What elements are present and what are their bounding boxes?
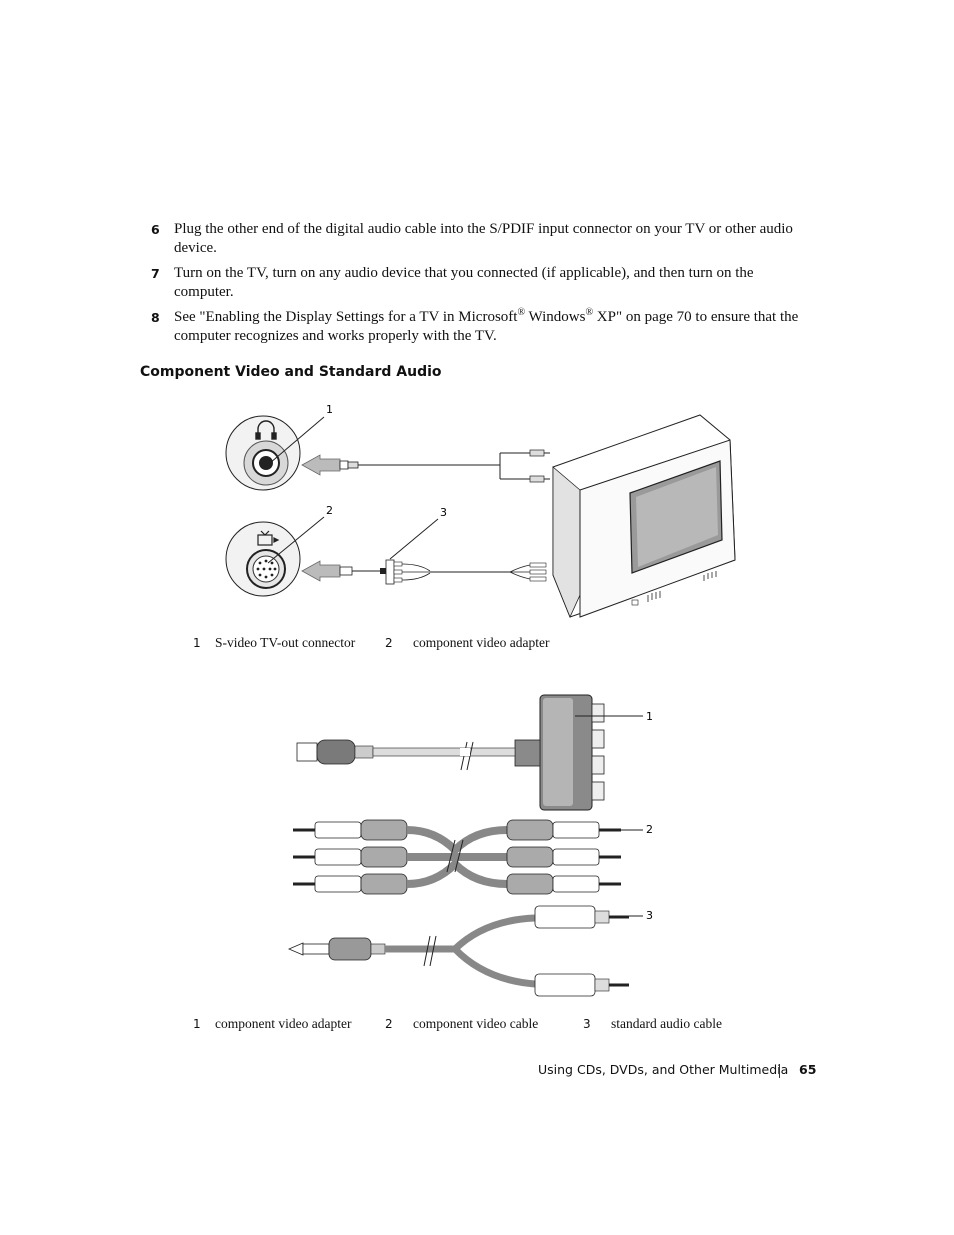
callout-2: 2 bbox=[646, 823, 653, 836]
step-6: 6 Plug the other end of the digital audi… bbox=[151, 220, 811, 260]
caption-number: 2 bbox=[385, 636, 393, 650]
connection-diagram: 1 2 3 bbox=[225, 403, 736, 619]
step-text-part: Windows bbox=[525, 309, 586, 325]
insert-arrow bbox=[301, 560, 341, 582]
step-number: 8 bbox=[151, 310, 160, 325]
footer-separator bbox=[779, 1064, 780, 1078]
registered-mark: ® bbox=[517, 307, 526, 318]
caption-label: S-video TV-out connector bbox=[215, 635, 356, 650]
section-heading: Component Video and Standard Audio bbox=[140, 364, 442, 380]
caption-label: component video adapter bbox=[413, 635, 550, 650]
component-video-cable bbox=[293, 819, 621, 895]
s-video-cable bbox=[296, 739, 516, 771]
headphone-port bbox=[225, 415, 301, 491]
caption-label: component video cable bbox=[413, 1016, 539, 1031]
page-number: 65 bbox=[799, 1062, 817, 1077]
caption-label: component video adapter bbox=[215, 1016, 352, 1031]
caption-number: 2 bbox=[385, 1017, 393, 1031]
callout-2: 2 bbox=[326, 504, 333, 517]
step-text: Turn on the TV, turn on any audio device… bbox=[174, 265, 754, 300]
caption-number: 1 bbox=[193, 1017, 201, 1031]
registered-mark: ® bbox=[585, 307, 594, 318]
headphone-icon bbox=[255, 420, 277, 440]
step-text: See "Enabling the Display Settings for a… bbox=[174, 308, 814, 346]
television-illustration bbox=[552, 414, 736, 619]
insert-arrow bbox=[301, 454, 341, 476]
callout-3: 3 bbox=[440, 506, 447, 519]
step-7: 7 Turn on the TV, turn on any audio devi… bbox=[151, 264, 811, 304]
s-video-port bbox=[225, 521, 301, 597]
component-video-adapter bbox=[514, 694, 605, 811]
standard-audio-cable bbox=[287, 905, 629, 997]
cables-diagram: 1 2 bbox=[287, 694, 653, 997]
step-8: 8 See "Enabling the Display Settings for… bbox=[151, 308, 811, 348]
caption-number: 3 bbox=[583, 1017, 591, 1031]
callout-1: 1 bbox=[646, 710, 653, 723]
step-text-part: See "Enabling the Display Settings for a… bbox=[174, 309, 518, 325]
callout-1: 1 bbox=[326, 403, 333, 416]
caption-label: standard audio cable bbox=[611, 1016, 722, 1031]
footer-chapter-title: Using CDs, DVDs, and Other Multimedia bbox=[538, 1062, 789, 1077]
step-text: Plug the other end of the digital audio … bbox=[174, 221, 793, 256]
step-number: 7 bbox=[151, 266, 160, 281]
caption-number: 1 bbox=[193, 636, 201, 650]
tv-out-icon bbox=[257, 530, 280, 546]
callout-3: 3 bbox=[646, 909, 653, 922]
step-number: 6 bbox=[151, 222, 160, 237]
step-text-part: XP" on page 70 to ensure that the comput… bbox=[174, 309, 799, 344]
